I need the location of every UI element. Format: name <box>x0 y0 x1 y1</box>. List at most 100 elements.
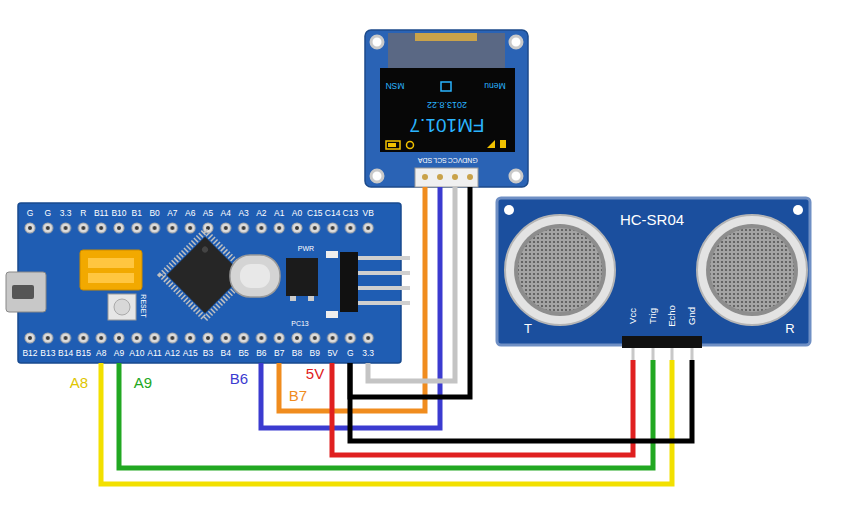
wire <box>101 360 672 484</box>
board-marking: PWR <box>298 245 314 252</box>
pin-label-holder: A6 <box>185 209 195 218</box>
pin-label-holder: B6 <box>256 349 266 358</box>
pin-label-holder: Echo <box>667 305 677 327</box>
pin-label: B8 <box>292 349 302 358</box>
pin-label: A15 <box>183 349 198 358</box>
pin-label: G <box>347 349 354 358</box>
pin-label-holder: 5V <box>327 349 337 358</box>
pin-name-holder: A8 <box>70 375 88 390</box>
pin-label-holder: C13 <box>343 209 359 218</box>
pin-label-holder: A2 <box>256 209 266 218</box>
oled-screen: MSNMenu2013.8.22FM101.7 <box>380 68 515 152</box>
pin-label-holder: A12 <box>165 349 180 358</box>
wire <box>368 187 455 381</box>
pin-label: VCC <box>448 157 463 164</box>
pin-label: B5 <box>238 349 248 358</box>
pin-label-holder: G <box>44 209 51 218</box>
pin-label-holder: A11 <box>147 349 162 358</box>
pin-label-holder: SCL <box>433 157 447 164</box>
pin-label: 5V <box>327 349 337 358</box>
pin-name-holder: A9 <box>134 375 152 390</box>
pin-label-holder: GND <box>462 157 478 164</box>
board-marking: R <box>785 322 794 335</box>
pin-label: B6 <box>256 349 266 358</box>
pin-label: 3.3 <box>60 209 72 218</box>
pin-label: B4 <box>221 349 231 358</box>
pin-label-holder: B14 <box>58 349 73 358</box>
module-name: HC-SR04 <box>620 212 684 227</box>
screen-text-holder: MSN <box>386 82 405 91</box>
pin-name: 5V <box>306 366 324 381</box>
ultrasonic-sensor: HC-SR04TRVccTrigEchoGnd <box>497 198 810 360</box>
board-marking: T <box>524 322 532 335</box>
pin-label: A9 <box>114 349 124 358</box>
pin-label-holder: B7 <box>274 349 284 358</box>
board-marking-holder: PWR <box>298 245 314 252</box>
pin-label: C14 <box>325 209 341 218</box>
pin-name: A8 <box>70 375 88 390</box>
screen-text: 2013.8.22 <box>427 100 467 109</box>
wire <box>350 187 470 397</box>
pin-name: B6 <box>230 371 248 386</box>
pin-label: Trig <box>648 308 658 324</box>
pin-label: B13 <box>40 349 55 358</box>
pin-label: VB <box>363 209 374 218</box>
pin-label-holder: B13 <box>40 349 55 358</box>
pin-label: A0 <box>292 209 302 218</box>
pin-label-holder: A0 <box>292 209 302 218</box>
pin-label: A7 <box>167 209 177 218</box>
pin-label-holder: B15 <box>76 349 91 358</box>
oled-module-art <box>365 30 528 187</box>
pin-name-holder: B6 <box>230 371 248 386</box>
pin-label: B14 <box>58 349 73 358</box>
pin-label: R <box>80 209 86 218</box>
stm32-board: GG3.3RB11B10B1B0A7A6A5A4A3A2A1A0C15C14C1… <box>18 203 401 363</box>
pin-label: C15 <box>307 209 323 218</box>
pin-label: Echo <box>667 305 677 327</box>
pin-label-holder: B8 <box>292 349 302 358</box>
board-marking: PC13 <box>291 320 309 327</box>
pin-label: A4 <box>221 209 231 218</box>
pin-label-holder: B4 <box>221 349 231 358</box>
ultrasonic-sensor-art <box>497 198 810 360</box>
pin-label: B7 <box>274 349 284 358</box>
stm32-board-art <box>6 203 410 363</box>
pin-label-holder: G <box>347 349 354 358</box>
pin-label-holder: G <box>27 209 34 218</box>
pin-name-holder: B7 <box>289 388 307 403</box>
pin-label-holder: B10 <box>111 209 126 218</box>
pin-label-holder: B0 <box>149 209 159 218</box>
screen-text-holder: Menu <box>484 82 505 91</box>
pin-label: B1 <box>132 209 142 218</box>
pin-label-holder: VCC <box>448 157 463 164</box>
screen-text: MSN <box>386 82 405 91</box>
pin-label-holder: A10 <box>129 349 144 358</box>
pin-label: A8 <box>96 349 106 358</box>
module-name-holder: HC-SR04 <box>620 212 684 227</box>
pin-label: SCL <box>433 157 447 164</box>
pin-label-holder: B12 <box>22 349 37 358</box>
pin-label-holder: C15 <box>307 209 323 218</box>
screen-text-holder: 2013.8.22 <box>427 100 467 109</box>
pin-label-holder: Trig <box>648 308 658 324</box>
pin-label-holder: B5 <box>238 349 248 358</box>
pin-label: B9 <box>310 349 320 358</box>
board-marking-holder: PC13 <box>291 320 309 327</box>
pin-label-holder: 3.3 <box>362 349 374 358</box>
pin-label: C13 <box>343 209 359 218</box>
pin-label: A10 <box>129 349 144 358</box>
pin-label-holder: B11 <box>94 209 109 218</box>
pin-label-holder: SDA <box>418 157 432 164</box>
pin-label-holder: B1 <box>132 209 142 218</box>
pin-label: A1 <box>274 209 284 218</box>
pin-name-holder: 5V <box>306 366 324 381</box>
pin-label-holder: VB <box>363 209 374 218</box>
wire <box>119 360 653 468</box>
pin-label: G <box>27 209 34 218</box>
pin-label: A12 <box>165 349 180 358</box>
pin-label: A11 <box>147 349 162 358</box>
screen-text: Menu <box>484 82 505 91</box>
pin-label-holder: C14 <box>325 209 341 218</box>
pin-label-holder: B3 <box>203 349 213 358</box>
